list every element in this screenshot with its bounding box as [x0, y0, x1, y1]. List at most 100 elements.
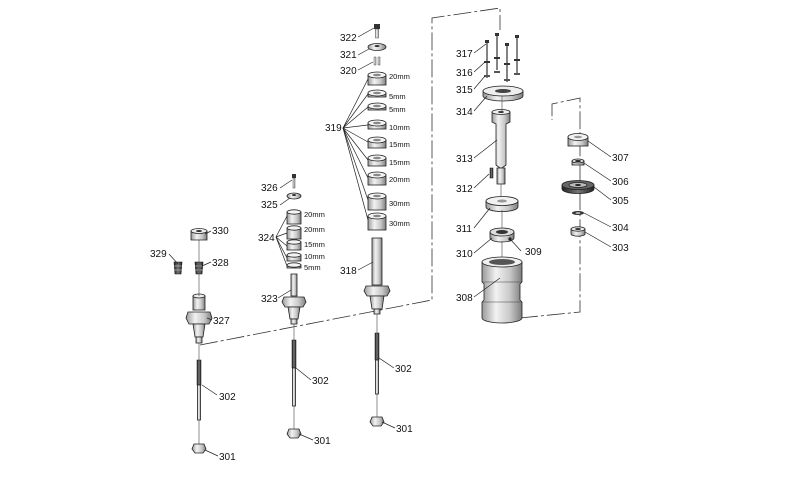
size-324-3: 10mm	[304, 252, 325, 261]
size-319-6: 20mm	[389, 175, 410, 184]
part-307-ring	[567, 133, 589, 147]
label-319: 319	[325, 123, 342, 134]
size-319-1: 5mm	[389, 92, 406, 101]
label-302-a: 302	[219, 392, 236, 403]
part-324-spacer-10mm	[286, 252, 302, 262]
assembly-2	[281, 174, 307, 439]
size-324-4: 5mm	[304, 263, 321, 272]
part-labels: 330 329 328 327 302 301 326 325 324 323 …	[150, 33, 629, 463]
part-302-drawbar-2	[291, 339, 297, 407]
assembly-5	[561, 133, 595, 237]
part-316-washers	[484, 57, 520, 65]
part-302-drawbar-3	[374, 332, 380, 395]
label-301-c: 301	[396, 424, 413, 435]
label-330: 330	[212, 226, 229, 237]
size-319-0: 20mm	[389, 72, 410, 81]
label-314: 314	[456, 107, 473, 118]
part-324-spacer-15mm	[286, 239, 302, 251]
leader-lines	[168, 27, 612, 457]
part-319-spacer-20mm	[367, 71, 387, 86]
part-323-arbor	[281, 273, 307, 325]
part-311-cap	[485, 196, 519, 212]
part-319-spacer-10mm	[367, 119, 387, 130]
part-312-key	[489, 167, 494, 179]
part-315-washers	[484, 71, 520, 81]
part-317-screws	[485, 33, 519, 82]
part-319-spacer-20mm-b	[367, 171, 387, 186]
part-305-pulley	[561, 180, 595, 194]
label-328: 328	[212, 258, 229, 269]
label-305: 305	[612, 196, 629, 207]
label-320: 320	[340, 66, 357, 77]
size-319-5: 15mm	[389, 158, 410, 167]
part-306-ring	[571, 158, 585, 166]
assembly-3	[363, 24, 391, 427]
spacer-size-labels-324: 20mm 20mm 15mm 10mm 5mm	[304, 210, 325, 272]
label-321: 321	[340, 50, 357, 61]
label-313: 313	[456, 154, 473, 165]
label-318: 318	[340, 266, 357, 277]
label-311: 311	[456, 224, 472, 235]
label-327: 327	[213, 316, 230, 327]
label-302-c: 302	[395, 364, 412, 375]
part-322-screw	[374, 24, 380, 39]
label-304: 304	[612, 223, 629, 234]
part-326-screw	[292, 174, 296, 189]
size-319-8: 30mm	[389, 219, 410, 228]
label-324: 324	[258, 233, 275, 244]
part-319-spacer-30mm-a	[367, 192, 387, 211]
part-319-spacer-15mm-b	[367, 154, 387, 167]
label-308: 308	[456, 293, 473, 304]
part-319-spacer-30mm-b	[367, 212, 387, 231]
spacer-size-labels-319: 20mm 5mm 5mm 10mm 15mm 15mm 20mm 30mm 30…	[389, 72, 410, 228]
label-326: 326	[261, 183, 278, 194]
connection-line-main	[199, 7, 501, 346]
part-329-collet	[173, 261, 183, 275]
part-318-arbor	[363, 237, 391, 315]
size-319-3: 10mm	[389, 123, 410, 132]
label-303: 303	[612, 243, 629, 254]
size-324-0: 20mm	[304, 210, 325, 219]
part-324-spacer-5mm	[286, 262, 302, 269]
label-306: 306	[612, 177, 629, 188]
part-320-pin	[373, 56, 381, 66]
label-301-a: 301	[219, 452, 236, 463]
part-319-spacer-5mm-b	[367, 102, 387, 111]
connection-line-right	[519, 97, 581, 319]
label-317: 317	[456, 49, 473, 60]
label-315: 315	[456, 85, 473, 96]
part-325-washer	[286, 192, 302, 200]
label-323: 323	[261, 294, 278, 305]
label-302-b: 302	[312, 376, 329, 387]
label-310: 310	[456, 249, 473, 260]
part-330-nut	[190, 228, 208, 241]
part-321-washer	[367, 43, 387, 51]
part-319-spacer-15mm-a	[367, 136, 387, 149]
size-324-1: 20mm	[304, 225, 325, 234]
label-309: 309	[525, 247, 542, 258]
size-319-7: 30mm	[389, 199, 410, 208]
part-301-nut-2	[286, 428, 302, 439]
part-302-drawbar-1	[196, 359, 202, 421]
label-329: 329	[150, 249, 167, 260]
part-310-bearing	[489, 227, 515, 243]
assembly-4	[481, 33, 524, 324]
part-304-washer	[572, 211, 584, 215]
part-303-nut	[570, 226, 586, 237]
part-324-spacer-20mm-b	[286, 225, 302, 240]
label-301-b: 301	[314, 436, 331, 447]
size-324-2: 15mm	[304, 240, 325, 249]
part-314-flange	[482, 85, 524, 102]
part-308-housing	[481, 256, 523, 324]
part-301-nut-3	[369, 416, 385, 427]
size-319-4: 15mm	[389, 140, 410, 149]
part-324-spacer-20mm-a	[286, 209, 302, 225]
label-322: 322	[340, 33, 357, 44]
size-319-2: 5mm	[389, 105, 406, 114]
label-325: 325	[261, 200, 278, 211]
part-327-holder	[185, 293, 213, 344]
part-301-nut-1	[191, 443, 207, 454]
label-312: 312	[456, 184, 473, 195]
assembly-1	[173, 228, 213, 454]
